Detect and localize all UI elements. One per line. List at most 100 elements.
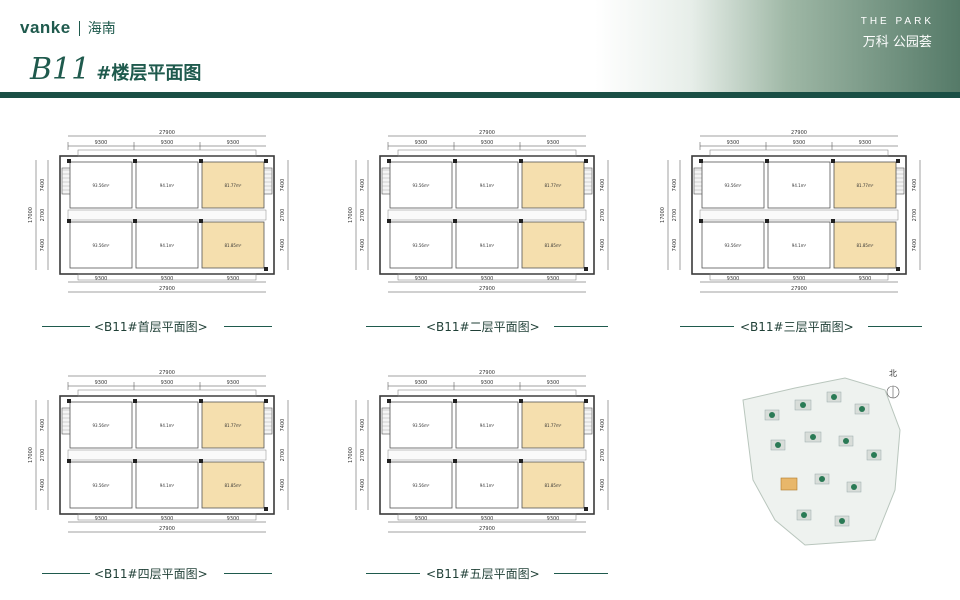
column-post (584, 399, 588, 403)
column-post (453, 219, 457, 223)
dimension-bay-top: 9300 (161, 140, 174, 146)
room-highlighted (201, 461, 265, 509)
building-marker (800, 402, 806, 408)
column-post (67, 159, 71, 163)
column-post (519, 459, 523, 463)
dimension-depth-total: 17000 (28, 447, 34, 463)
dimension-depth-part-right: 7400 (280, 479, 286, 492)
column-post (699, 219, 703, 223)
dimension-bay-top: 9300 (793, 140, 806, 146)
dimension-depth-total: 17000 (28, 207, 34, 223)
room-highlighted (521, 221, 585, 269)
column-post (133, 459, 137, 463)
column-post (67, 219, 71, 223)
building-marker (769, 412, 775, 418)
dimension-bay-bottom: 9300 (547, 276, 560, 282)
dimension-depth-part-right: 2700 (280, 209, 286, 222)
balcony-bottom (709, 273, 889, 281)
room-area-label: 93.56m² (93, 243, 110, 248)
room-area-label: 81.85m² (225, 243, 242, 248)
building-marker (810, 434, 816, 440)
column-post (584, 267, 588, 271)
dimension-depth-part-right: 2700 (280, 449, 286, 462)
corridor (387, 449, 587, 461)
room-area-label: 93.56m² (93, 423, 110, 428)
dimension-depth-part: 2700 (360, 209, 366, 222)
dimension-total-bottom: 27900 (159, 526, 175, 532)
dimension-bay-top: 9300 (161, 380, 174, 386)
room-area-label: 94.1m² (792, 183, 807, 188)
room-area-label: 93.56m² (413, 483, 430, 488)
building-marker (843, 438, 849, 444)
brand-divider (78, 20, 80, 36)
column-post (699, 159, 703, 163)
column-post (519, 399, 523, 403)
room (69, 161, 133, 209)
room-area-label: 94.1m² (160, 183, 175, 188)
dimension-bay-bottom: 9300 (481, 516, 494, 522)
column-post (896, 159, 900, 163)
building-marker (775, 442, 781, 448)
room (389, 221, 453, 269)
north-indicator: 北 (889, 369, 897, 378)
room (455, 461, 519, 509)
brand: vanke 海南 (20, 18, 116, 38)
column-post (264, 399, 268, 403)
dimension-depth-part: 2700 (40, 449, 46, 462)
floor-label-1: <B11#首层平面图> (94, 320, 208, 334)
header-banner: vanke 海南 B11 #楼层平面图 THE PARK 万科 公园荟 (0, 0, 960, 98)
column-post (584, 507, 588, 511)
column-post (133, 219, 137, 223)
dimension-depth-total: 17000 (348, 447, 354, 463)
room-highlighted (521, 461, 585, 509)
label-line-left (680, 326, 734, 327)
building-marker (859, 406, 865, 412)
dimension-depth-part: 7400 (360, 479, 366, 492)
room-area-label: 81.85m² (857, 243, 874, 248)
column-post (831, 219, 835, 223)
dimension-bay-top: 9300 (547, 380, 560, 386)
corridor (699, 209, 899, 221)
dimension-depth-part-right: 7400 (600, 479, 606, 492)
room-area-label: 94.1m² (480, 243, 495, 248)
dimension-depth-part: 2700 (40, 209, 46, 222)
column-post (765, 159, 769, 163)
room-area-label: 93.56m² (725, 243, 742, 248)
balcony-bottom (397, 513, 577, 521)
building-marker (851, 484, 857, 490)
room-area-label: 93.56m² (413, 243, 430, 248)
room-area-label: 81.77m² (545, 183, 562, 188)
project-name-en: THE PARK (860, 16, 934, 27)
room-area-label: 94.1m² (792, 243, 807, 248)
column-post (584, 159, 588, 163)
room (455, 221, 519, 269)
dimension-bay-bottom: 9300 (95, 516, 108, 522)
dimension-depth-part: 7400 (40, 419, 46, 432)
balcony-bottom (397, 273, 577, 281)
room-area-label: 81.85m² (225, 483, 242, 488)
balcony-bottom (77, 513, 257, 521)
label-line-left (42, 573, 90, 574)
dimension-depth-part-right: 2700 (912, 209, 918, 222)
column-post (264, 507, 268, 511)
room (767, 221, 831, 269)
room (69, 221, 133, 269)
dimension-depth-part: 7400 (672, 239, 678, 252)
floor-label-5: <B11#五层平面图> (426, 567, 540, 581)
dimension-depth-total: 17000 (348, 207, 354, 223)
dimension-depth-part-right: 7400 (280, 179, 286, 192)
dimension-depth-total: 17000 (660, 207, 666, 223)
room-area-label: 93.56m² (93, 183, 110, 188)
corridor (387, 209, 587, 221)
room (135, 221, 199, 269)
room (389, 461, 453, 509)
dimension-depth-part: 2700 (360, 449, 366, 462)
dimension-bay-bottom: 9300 (793, 276, 806, 282)
dimension-bay-bottom: 9300 (227, 276, 240, 282)
room-area-label: 81.85m² (545, 243, 562, 248)
dimension-bay-bottom: 9300 (727, 276, 740, 282)
